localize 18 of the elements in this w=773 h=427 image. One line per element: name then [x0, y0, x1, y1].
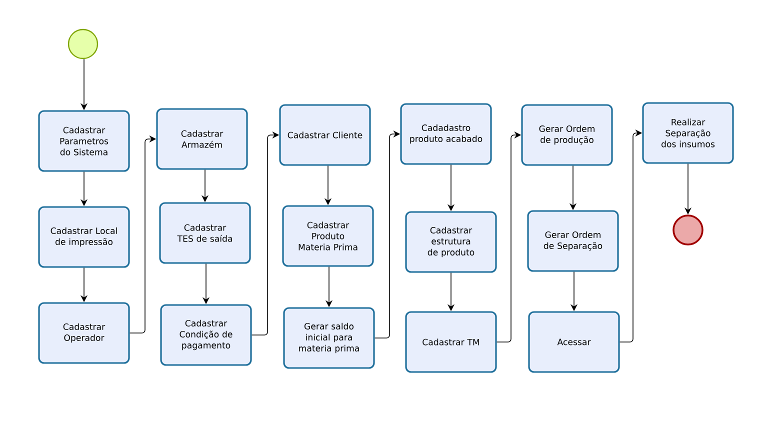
process-box: Cadastrar TM	[405, 311, 497, 373]
process-box: Gerar Ordem de Separação	[527, 210, 619, 272]
start-event-circle	[68, 28, 98, 60]
process-box: Cadastrar Operador	[38, 302, 130, 364]
process-box: Acessar	[528, 311, 620, 373]
process-box: Cadastrar Condição de pagamento	[160, 304, 252, 366]
process-box: Cadadastro produto acabado	[400, 103, 492, 165]
end-event-circle	[672, 214, 704, 246]
process-box: Realizar Separação dos insumos	[642, 102, 734, 164]
process-box: Gerar saldo inicial para materia prima	[283, 307, 375, 369]
process-box: Cadastrar Parametros do Sistema	[38, 110, 130, 172]
process-box: Cadastrar Cliente	[279, 104, 371, 166]
process-box: Cadastrar estrutura de produto	[405, 211, 497, 273]
process-box: Cadastrar Local de impressão	[38, 206, 130, 268]
process-box: Gerar Ordem de produção	[521, 104, 613, 166]
process-box: Cadastrar TES de saída	[159, 202, 251, 264]
process-box: Cadastrar Produto Materia Prima	[282, 205, 374, 267]
process-box: Cadastrar Armazém	[156, 108, 248, 170]
